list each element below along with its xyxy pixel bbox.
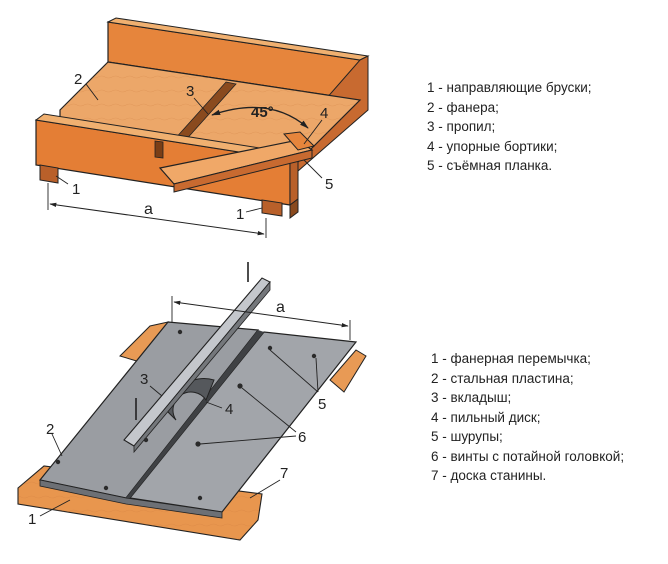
callout-1b-top: 1 [236,206,244,223]
hole [237,383,243,389]
fence-block [283,131,315,151]
callout-6-bottom: 6 [298,429,306,446]
runner-left [39,164,59,184]
leader-b5a [269,349,319,393]
callout-3-bottom: 3 [140,371,148,388]
leader-2 [85,83,99,101]
runner-right [261,199,283,217]
kerf-notch-front [154,140,164,159]
legend-bottom-item: 3 - вкладыш; [431,390,512,405]
dimension-label-top: a [144,201,153,218]
hole [267,345,273,351]
dimension-line-bottom [173,300,349,328]
hole [177,329,183,335]
legend-top: 1 - направляющие бруски; 2 - фанера; 3 -… [427,78,592,176]
callout-5-top: 5 [325,176,333,193]
callout-5-bottom: 5 [318,396,326,413]
callout-3-top: 3 [186,83,194,100]
hole [55,459,61,465]
legend-top-item: 2 - фанера; [427,99,499,115]
dimension-line-top [49,202,265,236]
legend-top-item: 5 - съёмная планка. [427,158,553,173]
runner-right-2 [289,198,299,219]
legend-bottom-item: 7 - доска станины. [431,468,547,483]
dimension-label-bottom: a [276,299,285,316]
leader-1a [55,175,69,185]
leader-3 [193,97,209,115]
legend-bottom-item: 1 - фанерная перемычка; [431,351,591,366]
board-top-right [329,349,367,393]
leader-b7 [249,479,281,499]
hole [311,353,317,359]
countersunk-holes [55,329,317,501]
callout-1a-top: 1 [72,181,80,198]
legend-bottom-item: 2 - стальная пластина; [431,370,574,386]
callout-4-bottom: 4 [225,401,233,418]
leader-4 [303,119,323,145]
angle-label: 45° [251,104,274,121]
leader-b2 [51,433,63,457]
leader-5 [303,159,323,179]
angle-arc [211,106,309,129]
callout-2-bottom: 2 [46,421,54,438]
legend-top-item: 4 - упорные бортики; [427,138,558,154]
callout-1-bottom: 1 [28,511,36,528]
bottom-figure: a 3 4 2 5 6 7 1 [17,262,367,541]
hole [103,485,109,491]
leader-b5b [315,357,319,393]
leader-b6b [199,435,297,445]
legend-bottom-item: 5 - шурупы; [431,429,503,444]
hole [195,441,201,447]
leader-b1 [39,499,71,517]
saw-slot [126,330,264,498]
hole [197,495,203,501]
removable-fence-face [173,149,313,193]
leader-b4 [205,401,223,409]
leader-b3 [149,385,163,397]
legend-bottom-item: 4 - пильный диск; [431,409,541,425]
legend-top-item: 3 - пропил; [427,119,496,134]
leader-1b [245,207,263,213]
leader-b6a [241,387,297,433]
callout-7-bottom: 7 [280,465,288,482]
callout-4-top: 4 [320,105,328,122]
top-figure: 45° a 2 3 4 5 1 1 [34,17,370,238]
legend-bottom: 1 - фанерная перемычка; 2 - стальная пла… [431,349,624,486]
hole [143,437,149,443]
legend-bottom-item: 6 - винты с потайной головкой; [431,448,625,464]
callout-2-top: 2 [74,71,82,88]
legend-top-item: 1 - направляющие бруски; [427,80,592,95]
